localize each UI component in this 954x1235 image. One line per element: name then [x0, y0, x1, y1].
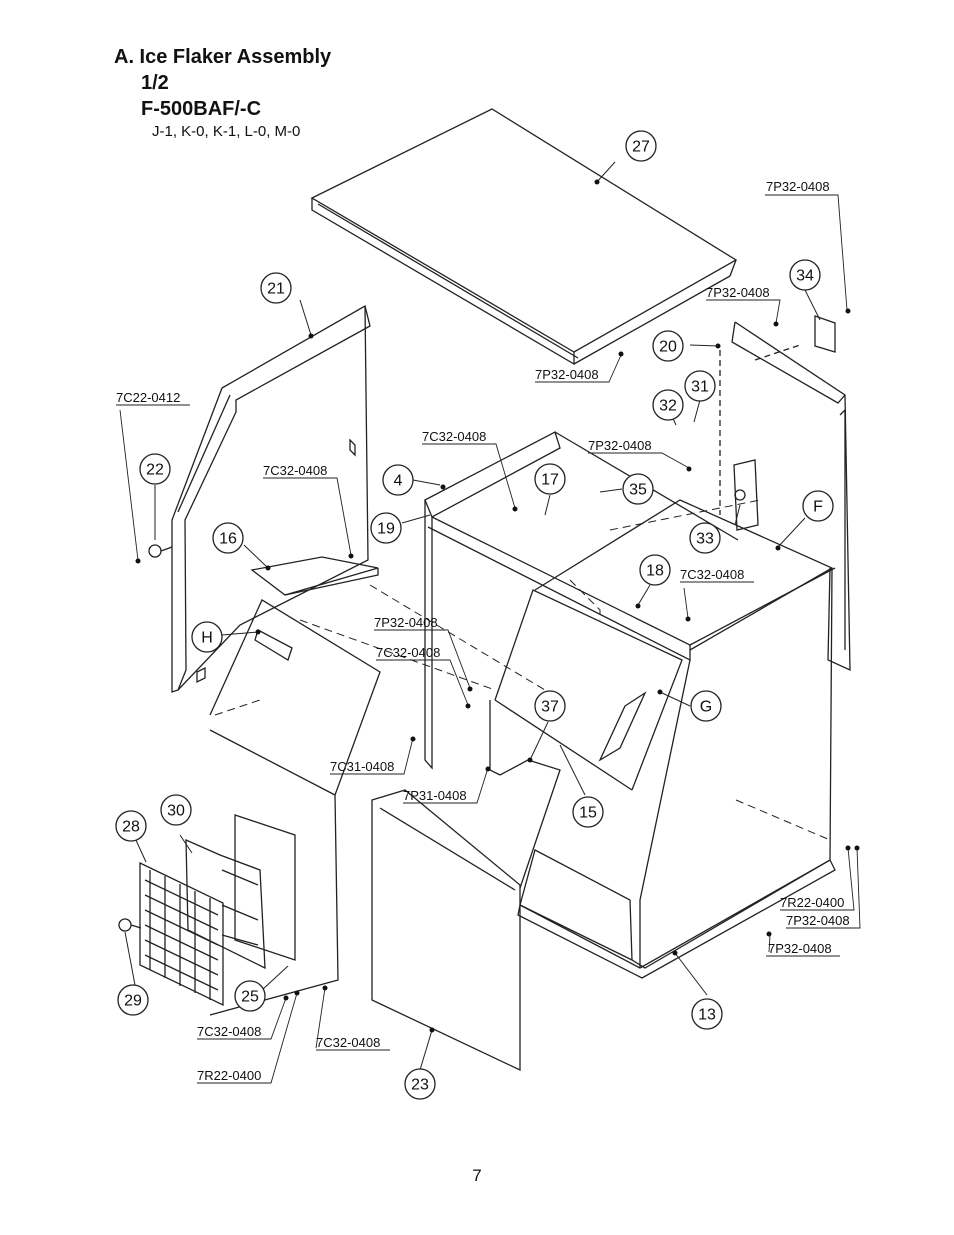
page-header: A. Ice Flaker Assembly 1/2 F-500BAF/-C J…: [114, 44, 331, 142]
callout-label: 28: [122, 819, 140, 836]
callout-label: 21: [267, 281, 285, 298]
switch-part: [733, 459, 759, 531]
page-number: 7: [472, 1166, 482, 1185]
callout-label: 29: [124, 993, 142, 1010]
callout-label: 25: [241, 989, 259, 1006]
part-number-label: 7P31-0408: [403, 788, 467, 803]
connection-points: [135, 179, 860, 1033]
louver-grille: [139, 861, 224, 1007]
part-number-label: 7P32-0408: [706, 285, 770, 300]
callout-23: 23: [404, 1068, 436, 1100]
callout-34: 34: [789, 259, 821, 291]
callout-22: 22: [139, 453, 171, 485]
callout-13: 13: [691, 998, 723, 1030]
callout-label: 32: [659, 398, 677, 415]
model-number: F-500BAF/-C: [141, 98, 262, 120]
part-number-label: 7P32-0408: [766, 179, 830, 194]
part-number-label: 7C32-0408: [197, 1024, 261, 1039]
front-door: [371, 759, 561, 1072]
section-subtitle: 1/2: [141, 72, 169, 94]
bottom-frame: [517, 859, 836, 979]
callout-label: 27: [632, 139, 650, 156]
callout-label: 17: [541, 472, 559, 489]
callout-19: 19: [370, 512, 402, 544]
callout-label: 34: [796, 268, 814, 285]
callout-29: 29: [117, 984, 149, 1016]
part-number-label: 7R22-0400: [197, 1068, 261, 1083]
callout-layer: 27 21 34 20 31 32 22 4 17 35 19 33 F 16 18H G 37 15 30 28 29…: [115, 130, 834, 1100]
callout-25: 25: [234, 980, 266, 1012]
callout-27: 27: [625, 130, 657, 162]
callout-label: 15: [579, 805, 597, 822]
callout-33: 33: [689, 522, 721, 554]
part-number-label: 7C32-0408: [316, 1035, 380, 1050]
part-number-label: 7C32-0408: [422, 429, 486, 444]
assembly-guide-lines: [214, 499, 831, 841]
part-number-label: 7C32-0408: [376, 645, 440, 660]
part-number-label: 7C32-0408: [680, 567, 744, 582]
part-number-label: 7P32-0408: [768, 941, 832, 956]
callout-label: H: [201, 630, 213, 647]
part-label-layer: 7P32-0408 7P32-0408 7P32-0408 7C22-0412 7C32…: [116, 179, 850, 1083]
callout-f: F: [802, 490, 834, 522]
callout-label: 18: [646, 563, 664, 580]
part-number-label: 7C31-0408: [330, 759, 394, 774]
bracket-part: [814, 315, 836, 353]
part-number-label: 7P32-0408: [535, 367, 599, 382]
top-panel: [310, 108, 738, 366]
callout-17: 17: [534, 463, 566, 495]
callout-label: 19: [377, 521, 395, 538]
part-number-label: 7P32-0408: [588, 438, 652, 453]
part-number-label: 7P32-0408: [374, 615, 438, 630]
leader-lines: [124, 161, 821, 1071]
callout-label: 30: [167, 803, 185, 820]
right-side-panel: [719, 321, 851, 672]
callout-h: H: [191, 621, 223, 653]
callout-15: 15: [572, 796, 604, 828]
callout-label: 22: [146, 462, 164, 479]
callout-label: 23: [411, 1077, 429, 1094]
callout-label: G: [700, 699, 712, 716]
callout-28: 28: [115, 810, 147, 842]
callout-label: 16: [219, 531, 237, 548]
model-variants: J-1, K-0, K-1, L-0, M-0: [152, 123, 301, 140]
callout-16: 16: [212, 522, 244, 554]
part-number-label: 7P32-0408: [786, 913, 850, 928]
callout-21: 21: [260, 272, 292, 304]
part-number-label: 7C32-0408: [263, 463, 327, 478]
callout-20: 20: [652, 330, 684, 362]
callout-label: F: [813, 499, 823, 516]
callout-label: 20: [659, 339, 677, 356]
callout-30: 30: [160, 794, 192, 826]
part-number-label: 7C22-0412: [116, 390, 180, 405]
callout-label: 31: [691, 379, 709, 396]
filter-part: [185, 838, 266, 970]
callout-18: 18: [639, 554, 671, 586]
left-side-panel: [171, 305, 371, 693]
callout-label: 35: [629, 482, 647, 499]
grommet-part: [148, 544, 173, 558]
callout-4: 4: [382, 464, 414, 496]
front-upper-panel: [209, 599, 381, 1016]
callout-label: 37: [541, 699, 559, 716]
shelf-part: [250, 556, 379, 596]
callout-g: G: [690, 690, 722, 722]
callout-label: 33: [696, 531, 714, 548]
part-number-label: 7R22-0400: [780, 895, 844, 910]
section-title: A. Ice Flaker Assembly: [114, 46, 332, 68]
part-label-leaders: [116, 194, 861, 1084]
callout-label: 4: [394, 473, 403, 490]
callout-32: 32: [652, 389, 684, 421]
callout-35: 35: [622, 473, 654, 505]
callout-31: 31: [684, 370, 716, 402]
main-cabinet: [489, 499, 833, 969]
callout-label: 13: [698, 1007, 716, 1024]
callout-37: 37: [534, 690, 566, 722]
screw-part: [118, 918, 142, 932]
